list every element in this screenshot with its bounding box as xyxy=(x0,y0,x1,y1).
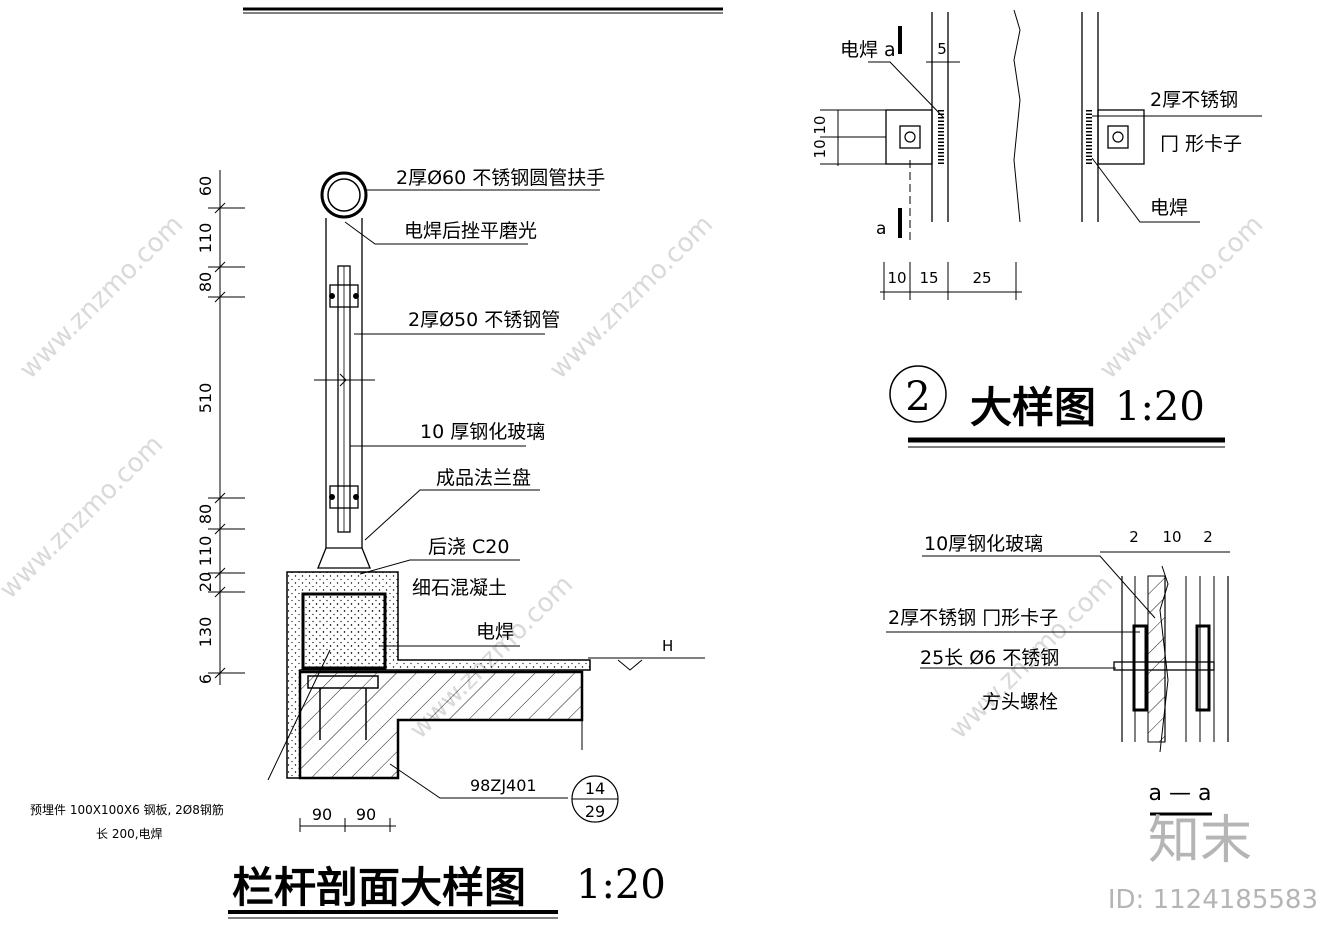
ref-bottom: 29 xyxy=(585,802,605,821)
dim-10-aa: 10 xyxy=(1162,528,1181,546)
label-glass-aa: 10厚钢化玻璃 xyxy=(924,533,1043,555)
level-label: H xyxy=(662,637,673,655)
dim-10: 10 xyxy=(887,269,906,287)
label-bolt-2: 方头螺栓 xyxy=(982,691,1058,713)
detail-number-circle xyxy=(889,365,947,423)
detail-number: 2 xyxy=(905,374,930,420)
ref-top: 14 xyxy=(585,779,605,798)
label-glass: 10 厚钢化玻璃 xyxy=(420,421,545,443)
concrete-slab xyxy=(298,670,584,780)
railing-section: 60 110 80 510 80 110 20 130 6 xyxy=(30,167,705,919)
leader-lines xyxy=(267,189,600,799)
dim-80b: 80 xyxy=(196,504,215,524)
bolt xyxy=(1113,661,1215,671)
dim-2b: 2 xyxy=(1203,528,1213,546)
watermark-id: ID: 1124185583 xyxy=(1108,885,1318,915)
section-aa: 2 10 2 10厚钢化玻璃 2厚不锈钢 冂形卡子 25长 Ø6 不锈钢 方头螺… xyxy=(886,528,1230,816)
dim-20: 20 xyxy=(196,572,215,592)
section-aa-title: a — a xyxy=(1149,781,1212,806)
dim-90b: 90 xyxy=(356,805,376,824)
label-bolt: 25长 Ø6 不锈钢 xyxy=(920,647,1059,669)
clip-right-aa xyxy=(1195,624,1211,712)
dim-60: 60 xyxy=(196,176,215,196)
detail-title: 大样图 xyxy=(970,383,1096,432)
watermark-text: www.znzmo.com xyxy=(544,210,719,385)
label-weld: 电焊 xyxy=(476,621,514,643)
dim-90a: 90 xyxy=(312,805,332,824)
label-plate-clip: 2厚不锈钢 冂形卡子 xyxy=(888,607,1058,629)
main-title: 栏杆剖面大样图 xyxy=(232,863,526,912)
clip-left-aa xyxy=(1132,624,1148,712)
label-weld-2: 电焊 xyxy=(1150,197,1188,219)
label-fine-concrete: 细石混凝土 xyxy=(412,577,507,599)
watermark-layer: www.znzmo.com www.znzmo.com www.znzmo.co… xyxy=(0,210,1269,745)
dim-10-10: 10 10 xyxy=(811,116,829,159)
dim-25: 25 xyxy=(972,269,991,287)
clip-top xyxy=(329,284,359,308)
handrail-pipe xyxy=(320,171,368,219)
watermark-logo: 知末 xyxy=(1148,811,1252,871)
watermark-text: www.znzmo.com xyxy=(14,210,189,385)
embed-plate xyxy=(307,675,379,689)
dim-110: 110 xyxy=(196,223,215,254)
watermark-text: www.znzmo.com xyxy=(0,430,169,605)
watermark-text: www.znzmo.com xyxy=(1094,210,1269,385)
label-embed-2: 长 200,电焊 xyxy=(96,826,163,841)
embed-box xyxy=(301,592,387,670)
label-handrail: 2厚Ø60 不锈钢圆管扶手 xyxy=(396,167,605,189)
dim-6: 6 xyxy=(196,674,215,684)
handrail-pipe-inner xyxy=(327,178,361,212)
flange-plate xyxy=(317,547,371,569)
dim-110b: 110 xyxy=(196,536,215,567)
label-section-a: a xyxy=(876,219,886,239)
main-scale: 1:20 xyxy=(576,862,666,908)
label-embed-1: 预埋件 100X100X6 钢板, 2Ø8钢筋 xyxy=(30,802,224,817)
label-plate: 2厚不锈钢 xyxy=(1150,89,1238,111)
clip-left xyxy=(885,109,933,165)
label-std-ref: 98ZJ401 xyxy=(470,776,537,795)
detail-2: 10 10 5 10 15 25 电焊 a a 2厚不锈钢 冂 形卡子 电焊 2… xyxy=(811,9,1262,448)
detail-scale: 1:20 xyxy=(1115,384,1205,430)
dim-510: 510 xyxy=(196,383,215,414)
dim-15: 15 xyxy=(919,269,938,287)
clip-right xyxy=(1097,109,1145,165)
label-flange: 成品法兰盘 xyxy=(436,467,531,489)
dim-2a: 2 xyxy=(1129,528,1139,546)
clip-bottom xyxy=(329,485,359,509)
label-clip: 冂 形卡子 xyxy=(1160,133,1242,155)
label-pipe: 2厚Ø50 不锈钢管 xyxy=(408,309,560,331)
dim-5: 5 xyxy=(937,40,947,58)
label-weld-polish: 电焊后挫平磨光 xyxy=(404,220,537,242)
dim-80: 80 xyxy=(196,272,215,292)
label-weld-a: 电焊 a xyxy=(840,39,896,61)
dim-ticks xyxy=(208,202,245,679)
label-post-pour: 后浇 C20 xyxy=(428,536,509,558)
dim-130: 130 xyxy=(196,617,215,648)
